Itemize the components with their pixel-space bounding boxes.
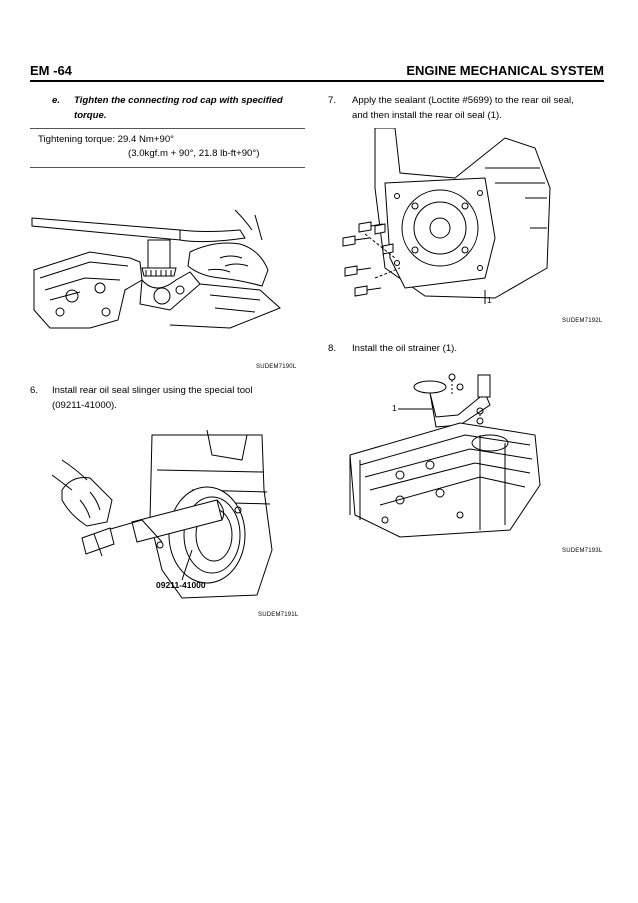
figure4-caption: SUDEM7193L (562, 548, 603, 554)
figure-seal-slinger-install (32, 430, 292, 600)
header-rule (30, 80, 604, 82)
step-e-line2: torque. (74, 110, 107, 121)
torque-line2: (3.0kgf.m + 90°, 21.8 lb-ft+90°) (128, 148, 260, 159)
seal-callout-number: 1 (487, 295, 492, 305)
step7-line2: and then install the rear oil seal (1). (352, 110, 502, 121)
figure1-caption: SUDEM7190L (256, 364, 297, 370)
step-e-marker: e. (52, 95, 61, 106)
step8-number: 8. (328, 343, 337, 354)
step6-line2: (09211-41000). (52, 400, 117, 411)
figure-rear-oil-seal (335, 128, 565, 308)
step7-line1: Apply the sealant (Loctite #5699) to the… (352, 95, 574, 106)
torque-spec-box (30, 128, 305, 168)
figure2-caption: SUDEM7191L (258, 612, 299, 618)
step7-number: 7. (328, 95, 337, 106)
step8-text: Install the oil strainer (1). (352, 343, 458, 354)
step6-number: 6. (30, 385, 39, 396)
step6-line1: Install rear oil seal slinger using the … (52, 385, 253, 396)
tool-number-label: 09211-41000 (156, 580, 206, 590)
torque-line1: Tightening torque: 29.4 Nm+90° (38, 134, 175, 145)
section-title: ENGINE MECHANICAL SYSTEM (406, 63, 604, 78)
page-number: EM -64 (30, 63, 72, 78)
figure-oil-strainer (340, 365, 565, 540)
step-e-line1: Tighten the connecting rod cap with spec… (74, 95, 283, 106)
figure3-caption: SUDEM7192L (562, 318, 603, 324)
strainer-callout-number: 1 (392, 403, 397, 413)
figure-connecting-rod-torque (30, 200, 310, 335)
